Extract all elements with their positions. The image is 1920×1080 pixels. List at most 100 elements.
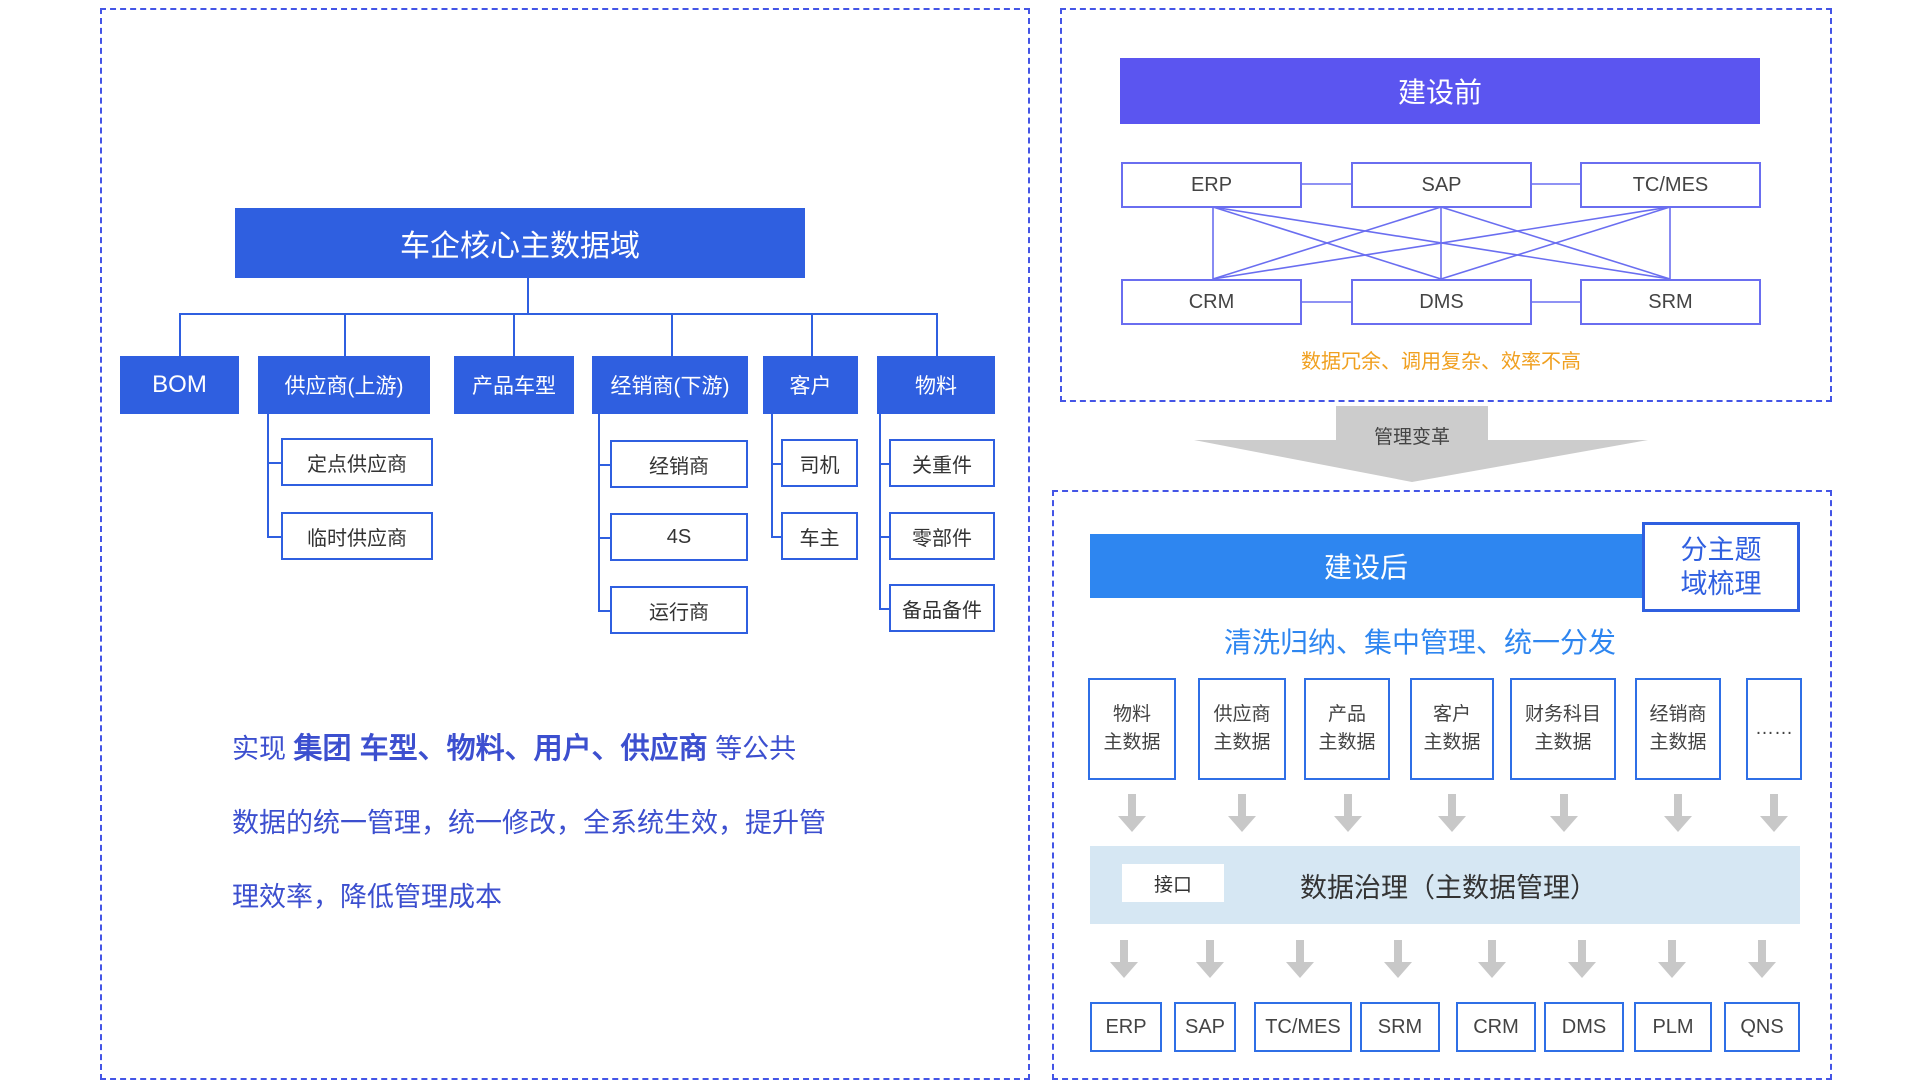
root-node: 车企核心主数据域: [235, 208, 805, 278]
down-arrow-icon: [1748, 940, 1776, 978]
tree-line: [598, 537, 610, 539]
category-material: 物料: [877, 356, 995, 414]
side-label-line2: 域梳理: [1680, 569, 1762, 599]
down-arrow-icon: [1334, 794, 1362, 832]
tree-line: [598, 414, 600, 612]
description: 实现 集团 车型、物料、用户、供应商 等公共 数据的统一管理，统一修改，全系统生…: [232, 712, 932, 934]
down-arrow-icon: [1286, 940, 1314, 978]
md-line: 主数据: [1534, 732, 1592, 753]
after-side-label: 分主题 域梳理: [1642, 522, 1800, 612]
cat-connector: [179, 313, 181, 356]
after-panel: [1052, 490, 1832, 1080]
child-fixed-supplier: 定点供应商: [281, 438, 433, 486]
md-more: ……: [1746, 678, 1802, 780]
category-bom: BOM: [120, 356, 239, 414]
transition-label: 管理变革: [1373, 427, 1450, 448]
before-system-erp: ERP: [1121, 162, 1302, 208]
after-subtitle: 清洗归纳、集中管理、统一分发: [1223, 627, 1616, 658]
category-supplier: 供应商(上游): [258, 356, 430, 414]
md-line: 客户: [1432, 704, 1471, 725]
tree-line: [771, 536, 781, 538]
down-arrow-icon: [1568, 940, 1596, 978]
tree-line: [598, 610, 610, 612]
down-arrow-icon: [1110, 940, 1138, 978]
interface-box: 接口: [1122, 864, 1224, 902]
tree-line: [879, 414, 881, 610]
after-system-dms: DMS: [1544, 1002, 1624, 1052]
after-title: 建设后: [1090, 534, 1642, 598]
before-note: 数据冗余、调用复杂、效率不高: [1301, 351, 1581, 373]
child-driver: 司机: [781, 439, 858, 487]
after-system-plm: PLM: [1634, 1002, 1712, 1052]
left-panel: [100, 8, 1030, 1080]
tree-line: [771, 463, 781, 465]
after-system-erp: ERP: [1090, 1002, 1162, 1052]
md-line: 主数据: [1318, 732, 1376, 753]
description-line-1: 实现 集团 车型、物料、用户、供应商 等公共: [232, 712, 932, 786]
tree-line: [771, 414, 773, 538]
root-connector: [527, 278, 529, 314]
cat-connector: [513, 313, 515, 356]
before-panel: [1060, 8, 1832, 402]
down-arrow-icon: [1384, 940, 1412, 978]
md-line: 主数据: [1423, 732, 1481, 753]
md-line: 财务科目: [1524, 704, 1601, 725]
before-system-tcmes: TC/MES: [1580, 162, 1761, 208]
transition-arrow: [1194, 406, 1648, 482]
down-arrow-icon: [1478, 940, 1506, 978]
child-operator: 运行商: [610, 586, 748, 634]
md-product: 产品主数据: [1304, 678, 1390, 780]
tree-line: [267, 536, 281, 538]
before-system-dms: DMS: [1351, 279, 1532, 325]
down-arrow-icon: [1438, 794, 1466, 832]
child-parts: 零部件: [889, 512, 995, 560]
description-rest: 等公共: [715, 734, 797, 764]
md-line: 经销商: [1649, 704, 1707, 725]
description-bold: 集团 车型、物料、用户、供应商: [293, 733, 708, 765]
md-line: 主数据: [1103, 732, 1161, 753]
tree-line: [879, 608, 889, 610]
child-spare-parts: 备品备件: [889, 584, 995, 632]
cat-connector: [811, 313, 813, 356]
tree-line: [879, 536, 889, 538]
md-line: 主数据: [1213, 732, 1271, 753]
down-arrow-icon: [1664, 794, 1692, 832]
md-line: 产品: [1327, 704, 1366, 725]
governance-label: 数据治理（主数据管理）: [1300, 873, 1597, 903]
before-system-sap: SAP: [1351, 162, 1532, 208]
md-dealer: 经销商主数据: [1635, 678, 1721, 780]
after-system-tcmes: TC/MES: [1254, 1002, 1352, 1052]
down-arrow-icon: [1118, 794, 1146, 832]
md-line: 物料: [1112, 704, 1151, 725]
after-system-srm: SRM: [1360, 1002, 1440, 1052]
category-bus: [179, 313, 938, 315]
down-arrow-icon: [1658, 940, 1686, 978]
description-prefix: 实现: [232, 734, 286, 764]
child-4s: 4S: [610, 513, 748, 561]
category-customer: 客户: [763, 356, 858, 414]
md-material: 物料主数据: [1088, 678, 1176, 780]
description-line-3: 理效率，降低管理成本: [232, 882, 502, 912]
md-supplier: 供应商主数据: [1198, 678, 1286, 780]
after-system-qns: QNS: [1724, 1002, 1800, 1052]
tree-line: [598, 464, 610, 466]
md-finance: 财务科目主数据: [1510, 678, 1616, 780]
child-dealer: 经销商: [610, 440, 748, 488]
before-title: 建设前: [1120, 58, 1760, 124]
md-line: 主数据: [1649, 732, 1707, 753]
tree-line: [879, 463, 889, 465]
md-line: 供应商: [1213, 704, 1271, 725]
before-system-srm: SRM: [1580, 279, 1761, 325]
tree-line: [267, 462, 281, 464]
child-temp-supplier: 临时供应商: [281, 512, 433, 560]
down-arrow-icon: [1550, 794, 1578, 832]
cat-connector: [671, 313, 673, 356]
cat-connector: [936, 313, 938, 356]
category-product-model: 产品车型: [454, 356, 574, 414]
description-line-2: 数据的统一管理，统一修改，全系统生效，提升管: [232, 808, 826, 838]
side-label-line1: 分主题: [1680, 535, 1762, 565]
tree-line: [267, 414, 269, 538]
after-system-crm: CRM: [1456, 1002, 1536, 1052]
child-owner: 车主: [781, 512, 858, 560]
